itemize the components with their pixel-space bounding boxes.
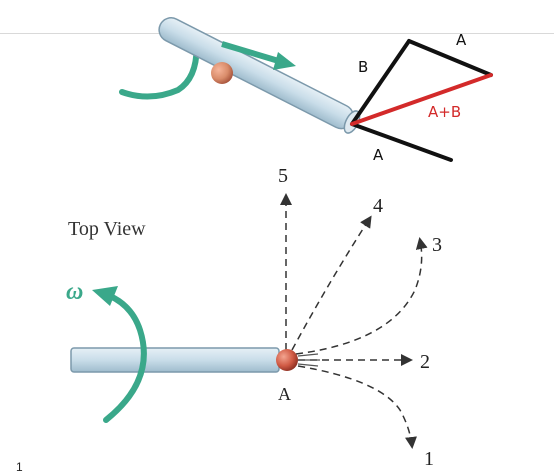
vector-triangle: A B A+B A xyxy=(350,31,493,164)
point-a-label: A xyxy=(278,384,291,404)
vector-sum xyxy=(350,73,493,126)
upper-rod xyxy=(158,17,361,134)
path-3 xyxy=(295,237,428,355)
path-label-4: 4 xyxy=(373,195,383,217)
rotation-arc-upper xyxy=(119,33,200,100)
ball-point-a xyxy=(276,349,298,371)
page-number: 1 xyxy=(16,460,23,474)
path-1 xyxy=(297,365,417,449)
rotation-arrowhead-top-view xyxy=(92,286,118,306)
vector-a-bottom xyxy=(350,122,453,162)
top-divider xyxy=(0,33,554,34)
path-label-5: 5 xyxy=(278,165,288,187)
label-a-top: A xyxy=(456,31,467,49)
motion-arrow-upper xyxy=(221,41,283,65)
omega-label: ω xyxy=(66,279,83,305)
trajectory-paths xyxy=(280,193,428,449)
motion-lines xyxy=(297,353,320,367)
path-label-1: 1 xyxy=(424,448,434,470)
top-view-diagram: Top View ω A 5 4 3 2 1 xyxy=(66,165,442,470)
path-label-2: 2 xyxy=(420,351,430,373)
vector-a-top xyxy=(407,39,493,77)
label-a-bottom: A xyxy=(373,146,384,164)
label-a-plus-b: A+B xyxy=(428,103,461,121)
path-4 xyxy=(291,215,372,351)
ball-upper xyxy=(211,62,233,84)
top-view-rod xyxy=(70,347,280,373)
top-view-title: Top View xyxy=(68,218,146,240)
motion-arrowhead-upper xyxy=(273,52,296,70)
rotation-arc-top-view xyxy=(103,293,147,423)
vector-b xyxy=(350,39,411,126)
upper-rod-group xyxy=(119,17,361,134)
label-b: B xyxy=(358,58,368,76)
path-label-3: 3 xyxy=(432,234,442,256)
